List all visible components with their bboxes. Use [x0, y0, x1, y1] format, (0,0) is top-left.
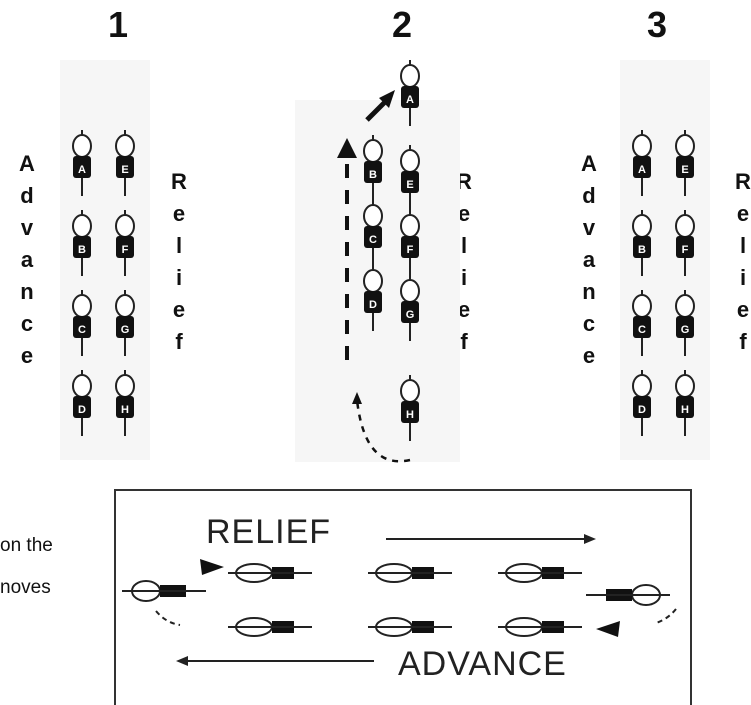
svg-text:H: H: [406, 409, 414, 421]
turn-arrow-right: [596, 621, 620, 637]
svg-text:F: F: [682, 244, 689, 256]
svg-text:E: E: [681, 164, 688, 176]
svg-text:B: B: [369, 169, 377, 181]
svg-text:C: C: [78, 324, 86, 336]
relief-rider: [498, 564, 582, 582]
svg-text:B: B: [638, 244, 646, 256]
turning-rider-right: [586, 585, 670, 605]
panel-3-riders: A B C D E F G H: [615, 60, 715, 460]
panel-1-number: 1: [98, 4, 138, 46]
turning-rider-left: [122, 581, 206, 601]
svg-text:G: G: [121, 324, 130, 336]
relief-rider: [368, 564, 452, 582]
svg-text:A: A: [78, 164, 86, 176]
overhead-riders: [116, 491, 690, 705]
svg-text:D: D: [78, 404, 86, 416]
svg-text:D: D: [638, 404, 646, 416]
svg-text:H: H: [681, 404, 689, 416]
svg-text:B: B: [78, 244, 86, 256]
side-text-line-1: on the: [0, 526, 53, 566]
advance-rider: [228, 618, 312, 636]
svg-text:D: D: [369, 299, 377, 311]
turn-arrow-left: [200, 559, 224, 575]
relief-rider: [228, 564, 312, 582]
panel-2-number: 2: [382, 4, 422, 46]
panel-3-number: 3: [637, 4, 677, 46]
panel-2-riders: B C D A E F G H: [295, 60, 465, 465]
svg-text:F: F: [122, 244, 129, 256]
svg-text:E: E: [406, 179, 413, 191]
svg-text:G: G: [406, 309, 415, 321]
svg-text:A: A: [638, 164, 646, 176]
panel-1-riders: A B C D E F G H: [55, 60, 155, 460]
svg-text:H: H: [121, 404, 129, 416]
svg-text:A: A: [406, 94, 414, 106]
svg-text:G: G: [681, 324, 690, 336]
advance-rider: [498, 618, 582, 636]
svg-text:C: C: [638, 324, 646, 336]
side-text-line-2: noves: [0, 568, 51, 608]
svg-text:F: F: [407, 244, 414, 256]
advance-rider: [368, 618, 452, 636]
svg-text:C: C: [369, 234, 377, 246]
overhead-paceline-diagram: RELIEF ADVANCE: [114, 489, 692, 705]
svg-text:E: E: [121, 164, 128, 176]
